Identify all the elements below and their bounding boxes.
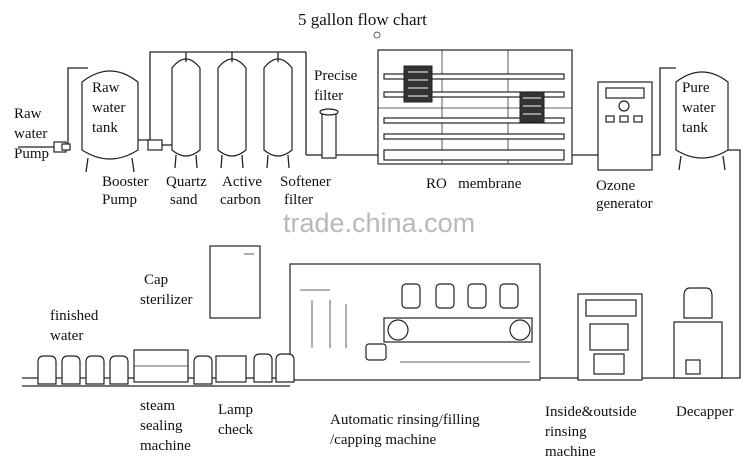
- steam-sealing-label: steam sealing machine: [140, 398, 191, 454]
- decapper-icon: [673, 287, 723, 379]
- decapper-label: Decapper: [676, 404, 733, 420]
- lamp-check-box-icon: [215, 355, 247, 383]
- active-carbon-label: Active carbon: [220, 174, 266, 208]
- finished-water-bottles-icon: [37, 355, 213, 385]
- pure-water-tank-icon: [675, 71, 729, 171]
- inside-outside-rinsing-machine-icon: [577, 293, 643, 381]
- softener-filter-label: Softener filter: [280, 174, 335, 208]
- ro-membrane-unit-icon: [377, 49, 573, 165]
- ozone-generator-label: Ozone generator: [596, 178, 653, 212]
- precise-filter-label: Precise filter: [314, 68, 361, 104]
- page-title: 5 gallon flow chart: [298, 10, 427, 29]
- raw-water-tank-label: Raw water tank: [92, 80, 129, 136]
- lamp-check-bottles-icon: [253, 353, 295, 383]
- booster-pump-icon: [147, 139, 172, 151]
- rinsing-filling-capping-label: Automatic rinsing/filling /capping machi…: [330, 412, 483, 448]
- lamp-check-label: Lamp check: [218, 402, 257, 438]
- quartz-sand-label: Quartz sand: [166, 174, 211, 208]
- pure-water-tank-label: Pure water tank: [682, 80, 719, 136]
- ro-membrane-label: RO membrane: [426, 176, 522, 192]
- active-carbon-filter-icon: [217, 58, 247, 169]
- title-marker-dot: [373, 31, 381, 39]
- softener-filter-icon: [263, 58, 293, 169]
- watermark-text: trade.china.com: [283, 208, 475, 238]
- precise-filter-icon: [319, 108, 339, 159]
- quartz-sand-filter-icon: [171, 58, 201, 169]
- raw-water-tank-icon: [81, 70, 139, 173]
- rinsing-filling-capping-machine-icon: [289, 263, 541, 381]
- raw-water-pump-icon: [18, 141, 71, 153]
- cap-sterilizer-label: Cap sterilizer: [140, 272, 192, 308]
- inside-outside-rinsing-label: Inside&outside rinsing machine: [545, 404, 640, 460]
- cap-sterilizer-icon: [209, 245, 261, 319]
- steam-sealing-machine-icon: [133, 349, 189, 383]
- ozone-generator-icon: [597, 81, 653, 171]
- booster-pump-label: Booster Pump: [102, 174, 152, 208]
- raw-water-pump-label: Raw water Pump: [14, 106, 51, 162]
- finished-water-label: finished water: [50, 308, 102, 344]
